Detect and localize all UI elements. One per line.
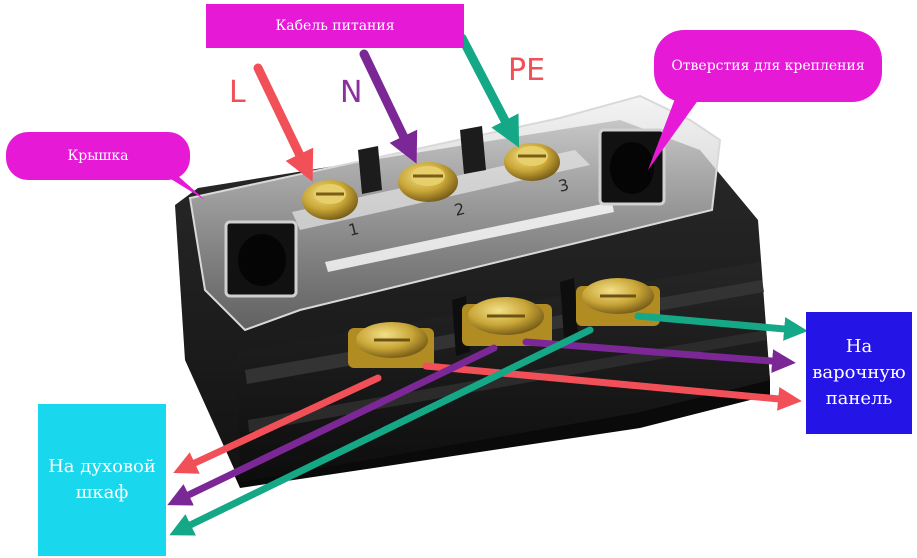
callout-pointer [166, 176, 205, 200]
mounting-hole-right-inner [610, 142, 654, 194]
terminal-letter-n: N [340, 75, 363, 110]
arrow-icon [359, 49, 418, 164]
terminal-letter-l: L [229, 75, 246, 110]
screw-icon [302, 180, 358, 220]
arrow-icon [169, 326, 594, 536]
screw-icon [504, 143, 560, 181]
mounting-hole-left-inner [238, 234, 286, 286]
mounting-holes-label: Отверстия для крепления [654, 30, 882, 102]
screw-icon [462, 297, 552, 346]
callout-pointer [648, 92, 704, 170]
transparent-cover [188, 94, 722, 332]
cover-label: Крышка [6, 132, 190, 180]
to-oven-label: На духовой шкаф [38, 404, 166, 556]
arrow-icon [422, 362, 802, 411]
terminal-separator [560, 278, 578, 338]
terminal-letter-pe: PE [508, 53, 546, 88]
power-cable-label: Кабель питания [206, 4, 464, 48]
terminal-number-2: 2 [452, 199, 466, 220]
arrow-icon [522, 338, 796, 373]
arrow-icon [457, 33, 520, 148]
terminal-number-1: 1 [346, 219, 360, 240]
arrow-icon [173, 374, 382, 474]
terminal-separator [460, 126, 486, 174]
arrow-icon [253, 63, 314, 182]
cover-rail [325, 202, 614, 272]
to-hob-label: На варочную панель [806, 312, 912, 434]
screw-icon [348, 322, 434, 368]
terminal-separator [358, 146, 382, 194]
terminal-number-3: 3 [556, 175, 570, 196]
arrow-icon [167, 344, 498, 506]
screw-icon [398, 162, 458, 202]
arrow-icon [634, 312, 808, 341]
